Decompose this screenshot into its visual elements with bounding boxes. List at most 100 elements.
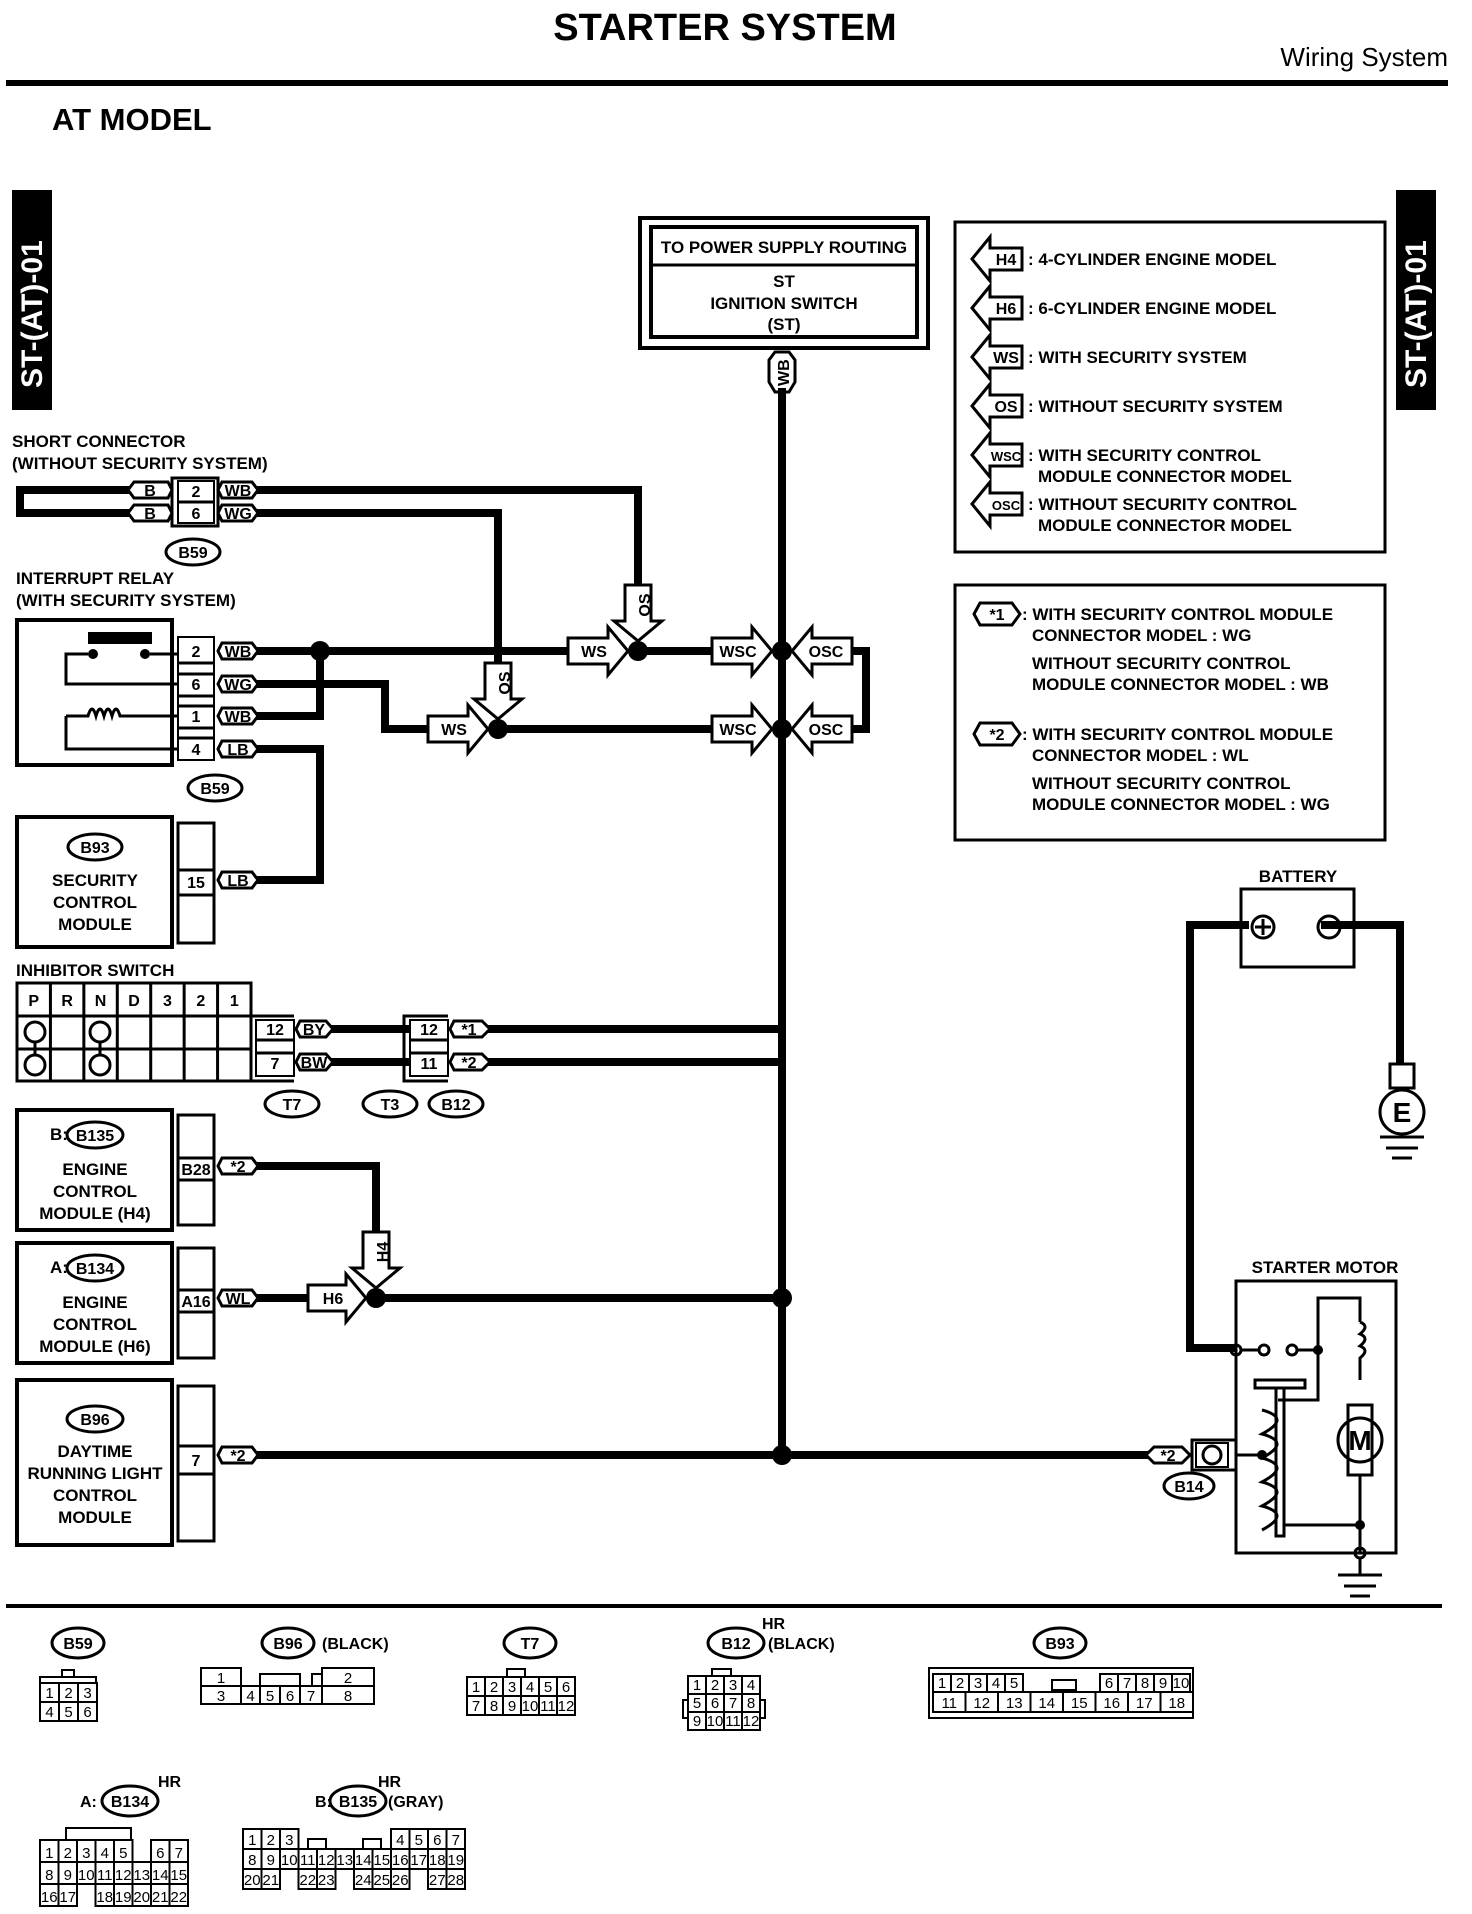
svg-text:WG: WG [224,506,252,523]
pin-b28: B28 [181,1162,210,1179]
legend-item-ws: WS: WITH SECURITY SYSTEM [970,330,1247,384]
flag-osc-top-label: OSC [809,644,844,661]
pin-number: 27 [429,1872,446,1889]
module-prefix: B: [50,1125,68,1144]
wire-tag: WB [216,641,260,661]
module-name: MODULE [58,1508,132,1527]
model-heading: AT MODEL [52,102,212,137]
wire-tag-bw: BW [294,1052,335,1072]
note-text: WITHOUT SECURITY CONTROL [1032,654,1290,673]
flag-h6-label: H6 [323,1291,344,1308]
pin-number: 12 [743,1713,760,1730]
page-subtitle: Wiring System [1280,42,1448,72]
wire-tag-star2: *2 [448,1052,493,1072]
pin-number: 2 [64,1685,72,1702]
legend-text: MODULE CONNECTOR MODEL [1038,467,1292,486]
pin-number: 4 [526,1679,534,1696]
ground-icon [1378,1088,1426,1136]
legend-text: MODULE CONNECTOR MODEL [1038,516,1292,535]
connector-color: (BLACK) [768,1636,835,1653]
pin-number: 11 [97,1867,113,1884]
side-tab-right: ST-(AT)-01 [1396,190,1436,410]
shift-position-n: N [95,993,107,1010]
shift-position-1: 1 [230,993,239,1010]
connector-prefix: A: [80,1794,97,1811]
motor-icon [1336,1416,1384,1464]
module-name: CONTROL [53,1182,137,1201]
pin-number: 12 [558,1698,575,1715]
pin-4: 4 [192,742,201,759]
pin-number: 18 [96,1889,113,1906]
wire-tag-b-1: B [126,480,174,500]
connector-id-b59: B59 [178,545,207,562]
connector-id-b134: B134 [76,1261,114,1278]
flag-osc-top: OSC [790,622,854,680]
pin-number: 2 [956,1675,964,1692]
pin-number: 6 [286,1688,294,1705]
footer-rule [6,1604,1442,1608]
pin-number: 11 [540,1698,556,1715]
contact-p [23,1020,47,1077]
drl-control-module: B96 DAYTIME RUNNING LIGHT CONTROL MODULE… [15,1378,260,1547]
pin-number: 7 [472,1698,480,1715]
pin-number: 6 [1105,1675,1113,1692]
module-name: CONTROL [53,1315,137,1334]
pin-number: 8 [344,1688,352,1705]
flag-h4: H4 [347,1230,405,1290]
pin-a16: A16 [181,1294,210,1311]
svg-text:WB: WB [225,483,252,500]
pin-number: 4 [101,1845,109,1862]
module-name: CONTROL [53,1486,137,1505]
pin-number: 8 [490,1698,498,1715]
battery-label: BATTERY [1259,867,1338,886]
pin-number: 1 [45,1845,53,1862]
wire-tag: WB [216,706,260,726]
svg-text:WG: WG [224,677,252,694]
pin-number: 7 [307,1688,315,1705]
pin-number: 1 [472,1679,480,1696]
battery: BATTERY E [1239,867,1426,1160]
pin-number: 3 [974,1675,982,1692]
negative-terminal-icon [1316,914,1342,940]
pin-number: 12 [973,1695,990,1712]
connector-id: B12 [721,1636,750,1653]
shift-position-3: 3 [163,993,172,1010]
pin-number: 5 [266,1688,274,1705]
pin-number: 5 [1010,1675,1018,1692]
pin-number: 22 [170,1889,187,1906]
flag-wsc-lower-label: WSC [719,722,757,739]
wire-tag-star2: *2 [1143,1445,1193,1465]
pin-number: 22 [299,1872,316,1889]
flag-os-top-label: OS [637,593,654,616]
contact-n [88,1020,112,1077]
wire-tag-star1: *1 [448,1019,493,1039]
pin-2: 2 [192,484,201,501]
pin-number: 1 [938,1675,946,1692]
legend-code: WS [993,350,1019,367]
legend-text: : 6-CYLINDER ENGINE MODEL [1028,299,1276,318]
legend-item-h6: H6: 6-CYLINDER ENGINE MODEL [970,281,1276,335]
wire-tag: LB [216,739,260,759]
module-name: MODULE [58,915,132,934]
wire-tag-wb-power: WB [767,350,797,394]
module-name: SECURITY [52,871,139,890]
pin-12: 12 [420,1022,438,1039]
note-code: *1 [989,607,1004,624]
svg-text:ST-(AT)-01: ST-(AT)-01 [16,240,49,388]
pin-number: 13 [336,1852,353,1869]
positive-terminal-icon [1250,914,1276,940]
legend-code: OSC [992,498,1021,513]
legend-code: WSC [991,449,1022,464]
legend-notes: *1: WITH SECURITY CONTROL MODULECONNECTO… [953,583,1387,842]
connector-id: B134 [111,1794,149,1811]
legend-code: OS [994,399,1017,416]
ignition-switch-label: IGNITION SWITCH [710,294,857,313]
pin-number: 4 [396,1832,404,1849]
pin-number: 6 [711,1695,719,1712]
pin-number: 16 [1103,1695,1120,1712]
pin-number: 5 [544,1679,552,1696]
pin-number: 26 [392,1872,409,1889]
